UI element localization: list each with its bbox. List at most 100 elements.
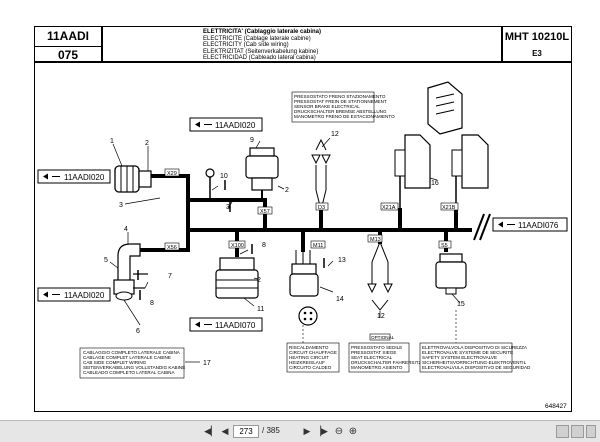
svg-text:DRUCKSCHALTER BREMSE ABSTELLUN: DRUCKSCHALTER BREMSE ABSTELLUNG bbox=[294, 109, 387, 114]
svg-text:ELETTROVALVOLA DISPOSITIVO DI: ELETTROVALVOLA DISPOSITIVO DI SICUREZZA bbox=[422, 345, 528, 350]
dashed-guides bbox=[302, 310, 457, 343]
part-2-b: 2 bbox=[285, 187, 289, 194]
svg-text:HEATING CIRCUIT: HEATING CIRCUIT bbox=[289, 355, 329, 360]
connector-1 bbox=[114, 165, 152, 193]
svg-text:HEIZKREISLAUF: HEIZKREISLAUF bbox=[289, 360, 325, 365]
part-10: 10 bbox=[220, 173, 228, 180]
pressure-switch-seat bbox=[367, 241, 393, 311]
part-2-c: 2 bbox=[257, 277, 261, 284]
part-11: 11 bbox=[257, 306, 264, 313]
connector-11 bbox=[215, 257, 259, 299]
title-line-es: ELECTRICIDAD (Cableado lateral cabina) bbox=[203, 55, 316, 61]
pressure-switch-parking bbox=[311, 138, 331, 211]
note-seat: OPTIONAL PRESSOSTATO SEDILE PRESSOSTAT S… bbox=[348, 333, 422, 373]
note-heating: RISCALDAMENTO CIRCUIT CHAUFFAGE HEATING … bbox=[286, 342, 340, 373]
svg-text:CIRCUITO CALDEO: CIRCUITO CALDEO bbox=[289, 365, 332, 370]
connector-elbow-4 bbox=[113, 243, 148, 301]
svg-text:SICHERHEITSVORRICHTUNG-ELEKTRO: SICHERHEITSVORRICHTUNG-ELEKTROVENTIL bbox=[422, 360, 527, 365]
part-15: 15 bbox=[457, 301, 465, 308]
drawing-frame bbox=[34, 62, 572, 412]
svg-text:CABLEADO COMPLETO LATERAL CABI: CABLEADO COMPLETO LATERAL CABINA bbox=[83, 370, 175, 375]
doc-code-top: 11AADI bbox=[46, 29, 90, 43]
ref-box-center-top: 11AADI020 bbox=[189, 117, 263, 132]
control-unit-right bbox=[451, 134, 489, 210]
svg-text:CAB SIDE COMPLET WIRING: CAB SIDE COMPLET WIRING bbox=[83, 360, 147, 365]
part-3-a: 3 bbox=[119, 202, 123, 209]
svg-text:PRESSOSTAT SIEGE: PRESSOSTAT SIEGE bbox=[351, 350, 396, 355]
model-code: MHT 10210L bbox=[504, 31, 570, 43]
menu-icon[interactable] bbox=[586, 425, 596, 438]
ref-center-bottom-text: 11AADI070 bbox=[215, 321, 256, 330]
title-line-it: ELETTRICITA' (Cablaggio laterale cabina) bbox=[203, 29, 321, 35]
title-line-fr: ELECTRICITE (Cablage laterale cabine) bbox=[203, 35, 311, 42]
title-line-de: ELEKTRIZITAT (Seitenverkabelung kabine) bbox=[203, 48, 319, 55]
svg-text:RISCALDAMENTO: RISCALDAMENTO bbox=[289, 345, 329, 350]
doc-title-box: ELETTRICITA' (Cablaggio laterale cabina)… bbox=[102, 26, 502, 62]
ref-left-bottom-text: 11AADI020 bbox=[64, 291, 105, 300]
zoom-in-icon[interactable]: ⊕ bbox=[348, 426, 358, 437]
zoom-out-icon[interactable]: ⊖ bbox=[334, 426, 344, 437]
document-page: 11AADI 075 ELETTRICITA' (Cablaggio later… bbox=[0, 0, 600, 420]
control-unit-left bbox=[394, 134, 431, 210]
part-12-a: 12 bbox=[331, 131, 339, 138]
prev-page-icon[interactable]: ◀ bbox=[221, 426, 229, 436]
svg-text:MANOMETRO ASIENTO: MANOMETRO ASIENTO bbox=[351, 365, 403, 370]
svg-text:PRESSOSTATO SEDILE: PRESSOSTATO SEDILE bbox=[351, 345, 402, 350]
tag-x57: X57 bbox=[260, 209, 270, 215]
ref-box-left-top: 11AADI020 bbox=[37, 169, 111, 184]
connector-9 bbox=[245, 147, 279, 200]
title-line-en: ELECTRICITY (Cab side wiring) bbox=[203, 42, 289, 48]
svg-text:CIRCUIT CHAUFFAGE: CIRCUIT CHAUFFAGE bbox=[289, 350, 337, 355]
tag-x29: X29 bbox=[167, 171, 177, 177]
ref-box-center-bottom: 11AADI070 bbox=[189, 317, 263, 332]
harness-break-marks bbox=[473, 213, 491, 241]
last-page-icon[interactable]: ▕▶ bbox=[314, 426, 328, 436]
svg-text:PRESSOSTAT FREIN DE STATIONNEM: PRESSOSTAT FREIN DE STATIONNEMENT bbox=[294, 99, 387, 104]
part-7: 7 bbox=[168, 273, 172, 280]
part-12-b: 12 bbox=[377, 313, 385, 320]
svg-text:CABLAGE COMPLET LATERALE CABIN: CABLAGE COMPLET LATERALE CABINE bbox=[83, 355, 171, 360]
note-parking-brake: PRESSOSTATO FRENO STAZIONAMENTO PRESSOST… bbox=[291, 91, 395, 123]
svg-text:DRUCKSCHALTER FAHRERSITZ: DRUCKSCHALTER FAHRERSITZ bbox=[351, 360, 422, 365]
part-8-a: 8 bbox=[150, 300, 154, 307]
page-number-input[interactable] bbox=[233, 425, 259, 438]
ref-left-top-text: 11AADI020 bbox=[64, 173, 105, 182]
svg-text:SEITENVERKABELUNG VOLLSTANDIG: SEITENVERKABELUNG VOLLSTANDIG KABINE bbox=[83, 365, 185, 370]
connector-tags: X29 X57 X56 X100 M11 M13 S5 D3 X21A X21B bbox=[164, 168, 459, 251]
relay-module bbox=[427, 81, 463, 135]
svg-text:OPTIONAL: OPTIONAL bbox=[371, 335, 395, 340]
svg-text:SENSOR BRAKE ELECTRICAL: SENSOR BRAKE ELECTRICAL bbox=[294, 104, 360, 109]
ref-box-left-bottom: 11AADI020 bbox=[37, 287, 111, 302]
part-6: 6 bbox=[136, 328, 140, 335]
part-13: 13 bbox=[338, 257, 346, 264]
fit-page-icon[interactable] bbox=[556, 425, 569, 438]
connector-14 bbox=[289, 250, 319, 326]
part-16: 16 bbox=[431, 180, 439, 187]
note-safety-valve: ELETTROVALVOLA DISPOSITIVO DI SICUREZZA … bbox=[419, 342, 531, 373]
next-page-icon[interactable]: ▶ bbox=[303, 426, 311, 436]
svg-text:SAFETY SYSTEM ELECTROVALVE: SAFETY SYSTEM ELECTROVALVE bbox=[422, 355, 497, 360]
svg-text:PRESSOSTATO FRENO STAZIONAMENT: PRESSOSTATO FRENO STAZIONAMENTO bbox=[294, 94, 386, 99]
note-complete-wiring: CABLAGGIO COMPLETO LATERALE CABINA CABLA… bbox=[79, 347, 185, 379]
part-3-b: 3 bbox=[226, 204, 230, 211]
doc-code-bottom: 075 bbox=[35, 46, 101, 62]
tag-d3: D3 bbox=[318, 205, 325, 211]
tag-x21a: X21A bbox=[382, 205, 396, 211]
cable-clips bbox=[137, 180, 325, 300]
ring-terminal-10 bbox=[205, 168, 215, 200]
ref-center-top-text: 11AADI020 bbox=[215, 121, 256, 130]
section-code: E3 bbox=[532, 49, 542, 58]
tag-s5: S5 bbox=[441, 243, 448, 249]
part-numbers: 1 2 2 2 3 3 4 5 6 7 8 8 9 10 11 12 12 13… bbox=[104, 131, 465, 367]
svg-text:ELECTROVALVE SYSTEME DE SECURI: ELECTROVALVE SYSTEME DE SECURITE bbox=[422, 350, 513, 355]
fit-width-icon[interactable] bbox=[571, 425, 584, 438]
part-1: 1 bbox=[110, 138, 114, 145]
main-harness bbox=[138, 174, 472, 257]
tag-x100: X100 bbox=[231, 243, 244, 249]
first-page-icon[interactable]: ◀▏ bbox=[204, 426, 218, 436]
safety-solenoid-valve bbox=[435, 253, 467, 295]
part-9: 9 bbox=[250, 137, 254, 144]
part-17: 17 bbox=[203, 360, 211, 367]
part-8-b: 8 bbox=[262, 242, 266, 249]
leader-lines bbox=[109, 137, 461, 363]
